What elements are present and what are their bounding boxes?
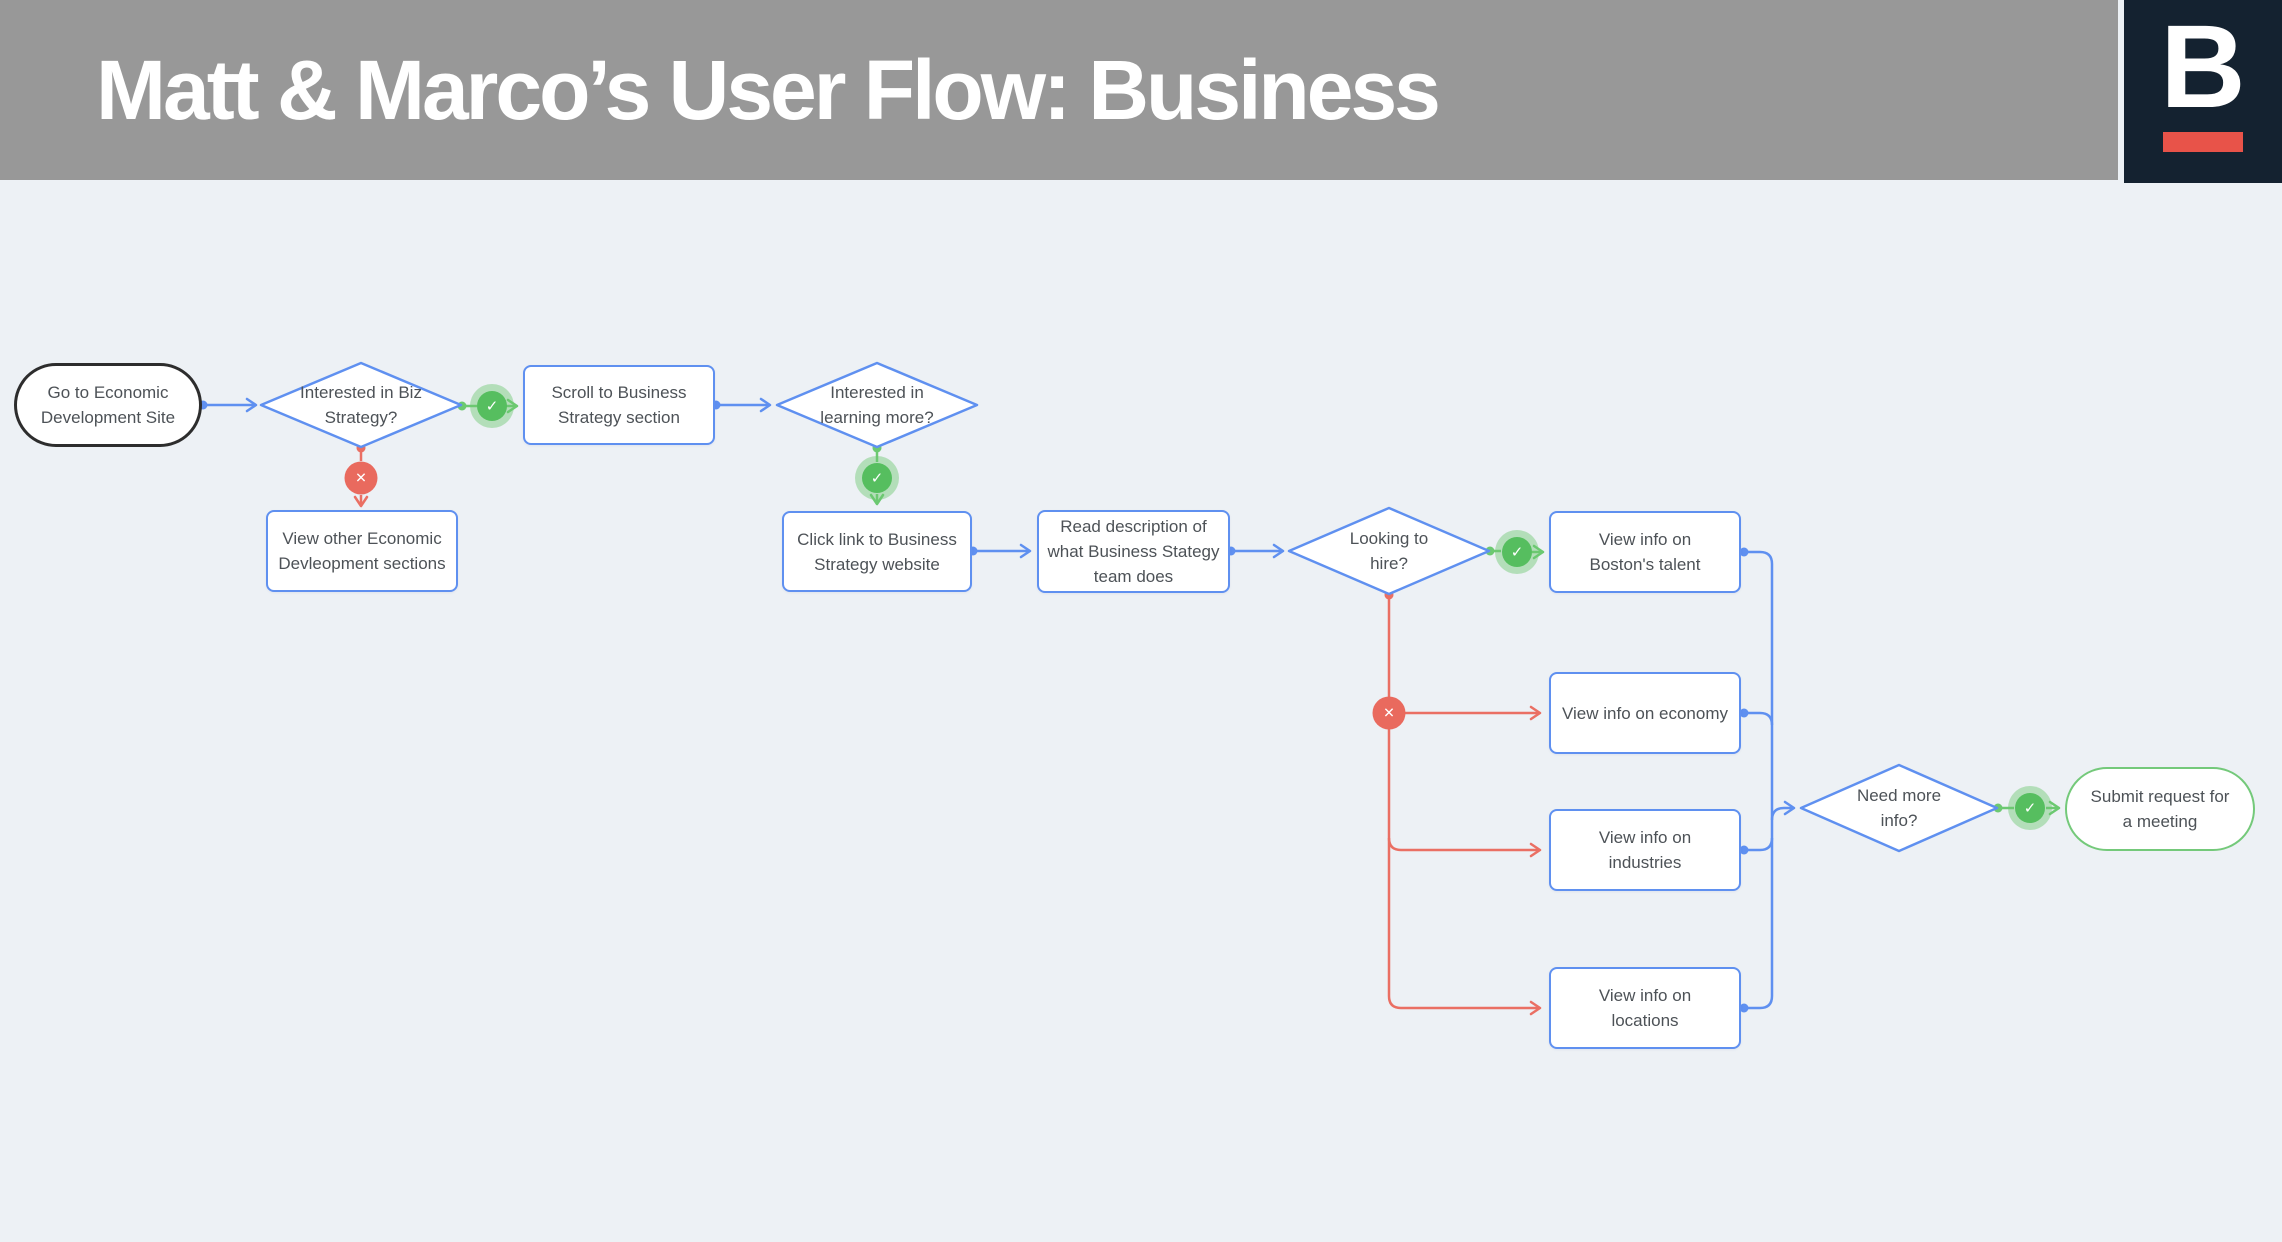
check-glyph: ✓ — [870, 470, 884, 487]
stub-talent — [1744, 550, 1774, 565]
node-label: View other Economic Devleopment sections — [278, 529, 446, 573]
process-click-link-business-strategy: Click link to Business Strategy website — [782, 511, 972, 592]
process-view-info-locations: View info on locations — [1549, 967, 1741, 1049]
diamond-interested-learning-more — [775, 361, 979, 449]
stub-locations — [1744, 995, 1774, 1010]
yes-check-icon: ✓ — [477, 391, 507, 421]
process-view-info-industries: View info on industries — [1549, 809, 1741, 891]
node-start-pill: Go to Economic Development Site — [14, 363, 202, 447]
node-label: Scroll to Business Strategy section — [551, 383, 687, 427]
process-view-info-economy: View info on economy — [1549, 672, 1741, 754]
no-x-icon: ✕ — [1372, 696, 1406, 730]
yes-check-icon: ✓ — [2015, 793, 2045, 823]
no-x-icon: ✕ — [344, 461, 378, 495]
node-label: Read description of what Business Stateg… — [1047, 517, 1220, 586]
header-bar: Matt & Marco’s User Flow: Business — [0, 0, 2118, 180]
red-connectors — [353, 448, 1542, 1016]
blue-dots — [198, 400, 1749, 1013]
process-view-other-economic-development: View other Economic Devleopment sections — [266, 510, 458, 592]
blue-connectors — [203, 397, 1796, 1010]
node-label: View info on economy — [1561, 703, 1728, 723]
x-glyph: ✕ — [355, 469, 367, 486]
process-scroll-to-business-strategy: Scroll to Business Strategy section — [523, 365, 715, 445]
check-glyph: ✓ — [2023, 800, 2037, 817]
page-title: Matt & Marco’s User Flow: Business — [96, 42, 1441, 137]
node-label: View info on Boston's talent — [1589, 530, 1701, 574]
yes-check-icon: ✓ — [1502, 537, 1532, 567]
stub-industries — [1744, 837, 1774, 852]
node-label: Go to Economic Development Site — [40, 383, 176, 427]
logo-letter: B — [2160, 1, 2246, 133]
stub-economy — [1744, 711, 1774, 726]
green-connectors — [462, 398, 2061, 816]
node-label: View info on locations — [1598, 986, 1692, 1030]
diamond-need-more-info — [1799, 763, 1999, 853]
check-glyph: ✓ — [1510, 544, 1524, 561]
node-end-pill: Submit request for a meeting — [2065, 767, 2255, 851]
diamond-interested-biz-strategy — [259, 361, 463, 449]
yes-check-icon: ✓ — [862, 463, 892, 493]
node-label: Click link to Business Strategy website — [797, 529, 957, 574]
node-label: View info on industries — [1598, 828, 1692, 872]
decision-diamonds — [259, 361, 1999, 853]
x-glyph: ✕ — [1383, 704, 1395, 721]
process-view-info-bostons-talent: View info on Boston's talent — [1549, 511, 1741, 593]
connector-no-to-industries — [1387, 837, 1542, 858]
connector-collector-to-d4 — [1770, 800, 1796, 821]
check-glyph: ✓ — [485, 398, 499, 415]
brand-logo: B — [2124, 0, 2282, 183]
process-read-description: Read description of what Business Stateg… — [1037, 510, 1230, 593]
diamond-looking-to-hire — [1287, 506, 1491, 596]
node-label: Submit request for a meeting — [2090, 787, 2230, 831]
logo-red-bar — [2163, 132, 2243, 152]
connector-no-to-locations — [1387, 729, 1542, 1016]
